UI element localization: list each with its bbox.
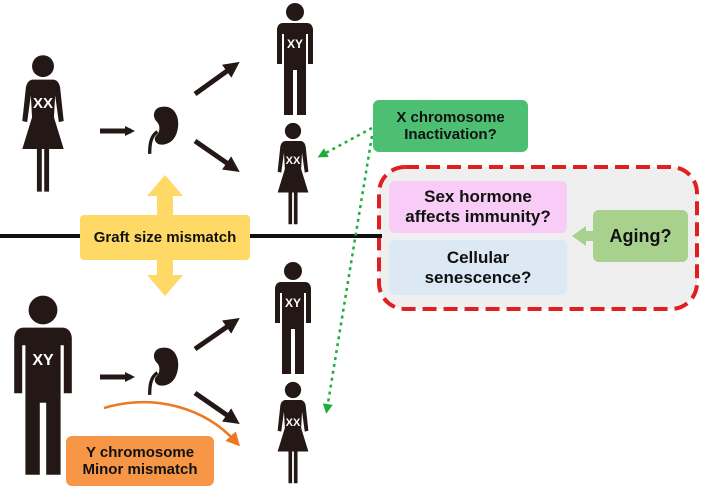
recipient-male-bottom-label: XY: [285, 296, 301, 310]
senescence-line1: Cellular: [446, 247, 510, 267]
donor-female-icon: [22, 55, 64, 192]
x-inactivation-line2: Inactivation?: [404, 126, 497, 143]
sex-hormone-line1: Sex hormone: [424, 187, 532, 207]
aging-box: Aging?: [593, 210, 688, 262]
x-inactivation-arrow-top: [317, 126, 373, 158]
kidney-top-icon: [147, 105, 180, 155]
y-chromosome-box: Y chromosome Minor mismatch: [66, 436, 214, 486]
x-inactivation-box: X chromosome Inactivation?: [373, 100, 528, 152]
donor-male-icon: [14, 295, 72, 475]
sex-hormone-box: Sex hormone affects immunity?: [389, 181, 567, 233]
recipient-male-bottom-icon: [275, 262, 311, 374]
graft-size-mismatch-box: Graft size mismatch: [80, 215, 250, 260]
kidney-bottom-icon: [147, 346, 180, 396]
recipient-male-top-icon: [277, 3, 313, 115]
y-chromosome-line1: Y chromosome: [85, 443, 195, 461]
donor-female-label: XX: [33, 95, 53, 112]
sex-hormone-line2: affects immunity?: [405, 207, 551, 226]
x-inactivation-arrow-bottom: [322, 135, 374, 414]
aging-arrow: [572, 226, 596, 246]
recipient-female-bottom-label: XX: [286, 417, 301, 429]
recipient-female-top-icon: [277, 122, 309, 225]
arrow-icon: [193, 390, 240, 424]
y-chromosome-arrow: [103, 401, 241, 447]
arrow-icon: [193, 318, 240, 352]
arrow-icon: [193, 138, 240, 172]
graft-size-double-arrow: [147, 175, 183, 296]
arrow-icon: [193, 61, 240, 97]
recipient-male-top-label: XY: [287, 37, 303, 51]
senescence-box: Cellular senescence?: [389, 240, 567, 295]
aging-label: Aging?: [609, 225, 672, 246]
x-inactivation-line1: X chromosome: [396, 108, 505, 126]
graft-size-mismatch-label: Graft size mismatch: [93, 228, 237, 246]
donor-male-label: XY: [32, 352, 54, 369]
recipient-female-bottom-icon: [277, 381, 309, 484]
senescence-line2: senescence?: [424, 267, 532, 287]
recipient-female-top-label: XX: [286, 155, 301, 167]
y-chromosome-line2: Minor mismatch: [82, 461, 198, 478]
